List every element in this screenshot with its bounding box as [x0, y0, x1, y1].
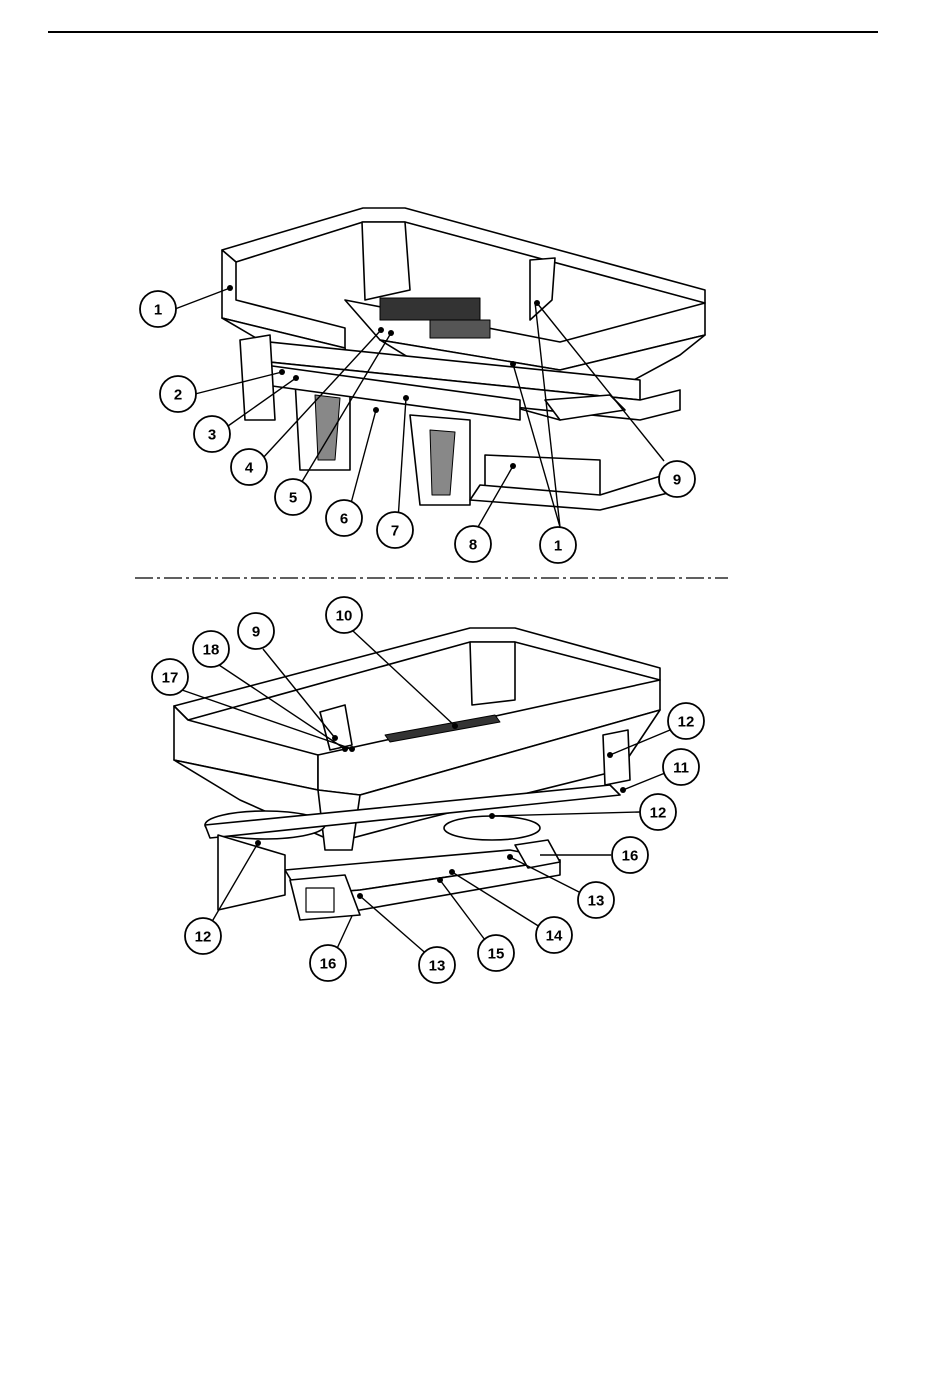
- svg-text:16: 16: [320, 956, 337, 973]
- callout-7: 7: [377, 512, 413, 548]
- svg-text:13: 13: [588, 893, 605, 910]
- callout-12-left: 12: [185, 918, 221, 954]
- spreader-front-view: [222, 208, 705, 510]
- callout-14: 14: [536, 917, 572, 953]
- callout-12-right-top: 12: [668, 703, 704, 739]
- callout-11: 11: [663, 749, 699, 785]
- svg-text:11: 11: [673, 760, 689, 777]
- callout-8: 8: [455, 526, 491, 562]
- callout-9-top: 9: [659, 461, 695, 497]
- callout-1-top-left: 1: [140, 291, 176, 327]
- svg-text:12: 12: [195, 929, 212, 946]
- svg-text:18: 18: [203, 642, 220, 659]
- svg-text:8: 8: [469, 537, 477, 554]
- spreader-rear-view: [174, 628, 660, 920]
- callout-9-bottom: 9: [238, 613, 274, 649]
- callout-1-top-right: 1: [540, 527, 576, 563]
- svg-text:3: 3: [208, 427, 216, 444]
- svg-text:6: 6: [340, 511, 348, 528]
- callout-13-right: 13: [578, 882, 614, 918]
- callout-3: 3: [194, 416, 230, 452]
- callout-17: 17: [152, 659, 188, 695]
- callout-4: 4: [231, 449, 267, 485]
- svg-text:10: 10: [336, 608, 353, 625]
- callout-12-right-middle: 12: [640, 794, 676, 830]
- svg-text:17: 17: [162, 670, 179, 687]
- svg-text:12: 12: [678, 714, 695, 731]
- callout-6: 6: [326, 500, 362, 536]
- callout-15: 15: [478, 935, 514, 971]
- callout-16-left: 16: [310, 945, 346, 981]
- svg-text:15: 15: [488, 946, 505, 963]
- callout-2: 2: [160, 376, 196, 412]
- svg-text:12: 12: [650, 805, 667, 822]
- svg-text:9: 9: [673, 472, 681, 489]
- svg-text:1: 1: [154, 302, 162, 319]
- callout-10: 10: [326, 597, 362, 633]
- svg-text:7: 7: [391, 523, 399, 540]
- svg-text:16: 16: [622, 848, 639, 865]
- callout-18: 18: [193, 631, 229, 667]
- svg-text:4: 4: [245, 460, 254, 477]
- callout-13-left: 13: [419, 947, 455, 983]
- svg-text:13: 13: [429, 958, 446, 975]
- callout-16-right: 16: [612, 837, 648, 873]
- svg-text:14: 14: [546, 928, 563, 945]
- svg-text:5: 5: [289, 490, 297, 507]
- callout-5: 5: [275, 479, 311, 515]
- svg-text:1: 1: [554, 538, 562, 555]
- svg-text:2: 2: [174, 387, 182, 404]
- svg-text:9: 9: [252, 624, 260, 641]
